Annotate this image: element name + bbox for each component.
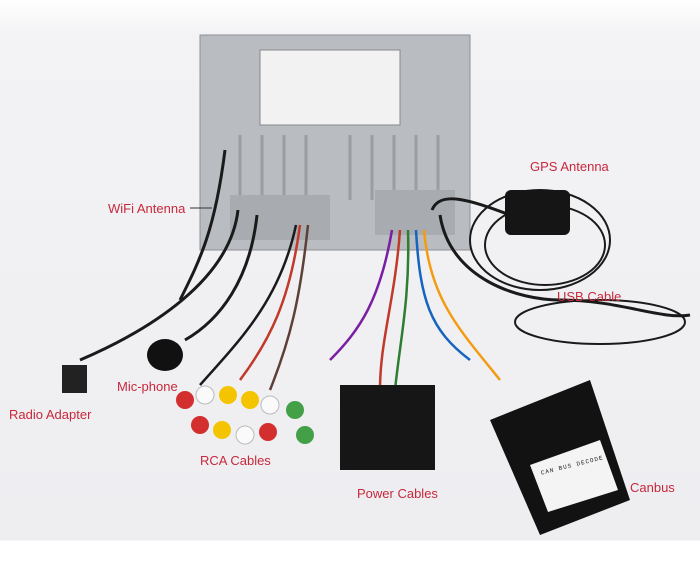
gps-cable (430, 197, 511, 217)
radio-adapter-plug (62, 365, 87, 393)
label-power-cables: Power Cables (357, 486, 438, 501)
mic-cable (184, 214, 259, 342)
label-rca-cables: RCA Cables (200, 453, 271, 468)
label-mic-phone: Mic-phone (117, 379, 178, 394)
power-connector (340, 385, 435, 470)
wifi-antenna-cable (178, 149, 227, 301)
gps-puck (505, 190, 570, 235)
canbus-box (490, 380, 630, 535)
microphone (147, 339, 183, 371)
rca-plugs (176, 385, 314, 445)
radio-adapter-cable (79, 209, 240, 362)
head-unit (199, 34, 471, 251)
power-wires (199, 224, 501, 391)
label-wifi-antenna: WiFi Antenna (108, 201, 186, 216)
label-gps-antenna: GPS Antenna (530, 159, 609, 174)
label-radio-adapter: Radio Adapter (9, 407, 92, 422)
cables (79, 149, 691, 362)
usb-cable (438, 214, 691, 318)
label-usb-cable: USB Cable (557, 289, 622, 304)
label-canbus: Canbus (630, 480, 675, 495)
